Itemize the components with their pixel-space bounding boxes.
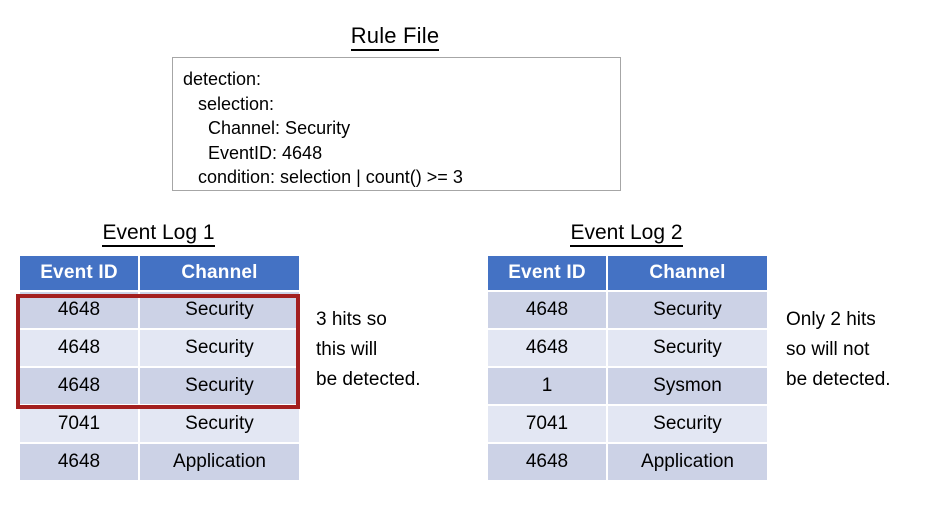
table-header-row: Event ID Channel (488, 256, 767, 290)
cell-event-id: 4648 (20, 368, 138, 404)
table-row: 7041 Security (20, 406, 299, 442)
table-row: 4648 Security (488, 292, 767, 328)
cell-channel: Security (608, 330, 767, 366)
event-log-2-block: Event Log 2 Event ID Channel 4648 Securi… (488, 220, 769, 482)
cell-event-id: 4648 (20, 292, 138, 328)
cell-channel: Sysmon (608, 368, 767, 404)
annotation-event-log-2: Only 2 hits so will not be detected. (786, 309, 891, 390)
cell-channel: Security (140, 330, 299, 366)
event-log-2-table: Event ID Channel 4648 Security 4648 Secu… (486, 254, 769, 482)
cell-event-id: 4648 (488, 292, 606, 328)
column-header-event-id: Event ID (20, 256, 138, 290)
cell-channel: Security (608, 406, 767, 442)
table-row: 7041 Security (488, 406, 767, 442)
cell-event-id: 4648 (20, 330, 138, 366)
rule-file-code: detection: selection: Channel: Security … (183, 69, 463, 187)
cell-channel: Security (140, 406, 299, 442)
table-row: 4648 Security (20, 368, 299, 404)
table-row: 4648 Security (488, 330, 767, 366)
column-header-channel: Channel (140, 256, 299, 290)
cell-channel: Application (140, 444, 299, 480)
event-log-1-table: Event ID Channel 4648 Security 4648 Secu… (18, 254, 301, 482)
rule-file-title: Rule File (0, 22, 790, 51)
event-log-1-title: Event Log 1 (20, 220, 297, 247)
cell-event-id: 4648 (20, 444, 138, 480)
table-row: 4648 Application (488, 444, 767, 480)
cell-channel: Security (140, 368, 299, 404)
cell-event-id: 7041 (488, 406, 606, 442)
cell-event-id: 7041 (20, 406, 138, 442)
event-log-1-title-text: Event Log 1 (102, 221, 215, 247)
cell-event-id: 1 (488, 368, 606, 404)
table-row: 1 Sysmon (488, 368, 767, 404)
column-header-event-id: Event ID (488, 256, 606, 290)
event-log-1-block: Event Log 1 Event ID Channel 4648 Securi… (20, 220, 301, 482)
table-row: 4648 Security (20, 330, 299, 366)
table-row: 4648 Application (20, 444, 299, 480)
cell-channel: Security (140, 292, 299, 328)
table-row: 4648 Security (20, 292, 299, 328)
cell-channel: Security (608, 292, 767, 328)
event-log-2-title: Event Log 2 (488, 220, 765, 247)
event-log-2-title-text: Event Log 2 (570, 221, 683, 247)
rule-file-title-text: Rule File (350, 23, 440, 51)
annotation-event-log-1: 3 hits so this will be detected. (316, 309, 421, 390)
rule-file-box: detection: selection: Channel: Security … (172, 57, 621, 191)
column-header-channel: Channel (608, 256, 767, 290)
cell-event-id: 4648 (488, 330, 606, 366)
cell-channel: Application (608, 444, 767, 480)
cell-event-id: 4648 (488, 444, 606, 480)
table-header-row: Event ID Channel (20, 256, 299, 290)
